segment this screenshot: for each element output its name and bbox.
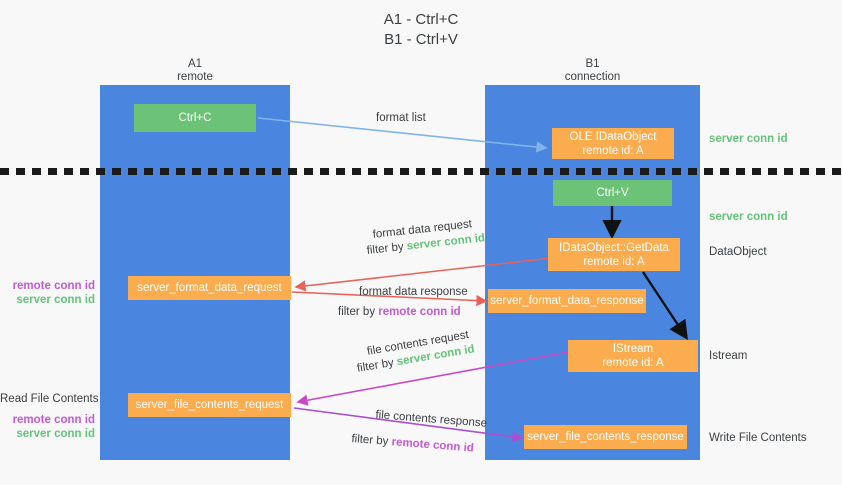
column-header-b1-sub: connection bbox=[564, 71, 621, 83]
filter-prefix: filter by bbox=[356, 356, 398, 375]
annotation-dataobject-text: DataObject bbox=[709, 246, 767, 258]
node-server-format-data-response[interactable]: server_format_data_response bbox=[488, 289, 646, 313]
node-istream-line2: remote id: A bbox=[602, 357, 664, 369]
node-server-file-contents-request-label: server_file_contents_request bbox=[135, 399, 284, 411]
annotation-server-conn-id-upper: server conn id bbox=[16, 294, 95, 306]
annotation-dataobject: DataObject bbox=[709, 245, 767, 259]
annotation-server-conn-id-lower: server conn id bbox=[16, 428, 95, 440]
node-idataobject-getdata[interactable]: IDataObject::GetData remote id: A bbox=[548, 238, 680, 271]
annotation-remote-conn-id-upper: remote conn id bbox=[12, 280, 95, 292]
node-server-file-contents-response-label: server_file_contents_response bbox=[527, 431, 684, 443]
filter-prefix: filter by bbox=[338, 306, 379, 318]
annotation-server-conn-id-mid: server conn id bbox=[709, 210, 788, 224]
annotation-read-file-contents-text: Read File Contents bbox=[0, 393, 99, 405]
node-ctrl-c-label: Ctrl+C bbox=[178, 112, 212, 124]
node-server-format-data-request-label: server_format_data_request bbox=[137, 282, 282, 294]
node-ole-idataobject-line1: OLE IDataObject bbox=[569, 130, 657, 143]
node-server-file-contents-response[interactable]: server_file_contents_response bbox=[524, 425, 687, 449]
label-format-data-response-filter: filter by remote conn id bbox=[338, 305, 461, 319]
label-file-contents-response: file contents response bbox=[375, 408, 488, 431]
label-format-list-text: format list bbox=[376, 112, 426, 124]
dashed-divider bbox=[0, 168, 842, 175]
annotation-server-conn-id-mid-text: server conn id bbox=[709, 211, 788, 223]
title-line-1: A1 - Ctrl+C bbox=[383, 11, 459, 28]
column-header-a1-name: A1 bbox=[187, 58, 203, 70]
annotation-write-file-contents: Write File Contents bbox=[709, 431, 807, 445]
node-server-format-data-response-label: server_format_data_response bbox=[490, 295, 644, 307]
node-ole-idataobject-line2: remote id: A bbox=[582, 144, 644, 157]
annotation-istream: Istream bbox=[709, 349, 747, 363]
label-format-data-response-text: format data response bbox=[359, 286, 468, 298]
node-server-file-contents-request[interactable]: server_file_contents_request bbox=[128, 393, 291, 417]
page-title: A1 - Ctrl+C B1 - Ctrl+V bbox=[0, 10, 842, 50]
annotation-remote-conn-id-lower: remote conn id bbox=[12, 414, 95, 426]
node-getdata-line1: IDataObject::GetData bbox=[559, 241, 669, 254]
filter-prefix: filter by bbox=[366, 240, 408, 257]
title-line-2: B1 - Ctrl+V bbox=[384, 31, 458, 48]
column-header-b1: B1 connection bbox=[485, 58, 700, 84]
node-ctrl-c[interactable]: Ctrl+C bbox=[134, 104, 256, 132]
annotation-read-file-contents: Read File Contents bbox=[0, 392, 99, 406]
annotation-write-file-contents-text: Write File Contents bbox=[709, 432, 807, 444]
node-getdata-line2: remote id: A bbox=[583, 255, 645, 268]
label-format-data-response: format data response bbox=[359, 285, 468, 299]
node-server-format-data-request[interactable]: server_format_data_request bbox=[128, 276, 291, 300]
annotation-conn-ids-lower: remote conn id server conn id bbox=[0, 413, 95, 441]
label-format-list: format list bbox=[376, 111, 426, 125]
filter-value-remote-conn-id: remote conn id bbox=[378, 306, 461, 318]
node-ole-idataobject[interactable]: OLE IDataObject remote id: A bbox=[552, 128, 674, 159]
node-ctrl-v[interactable]: Ctrl+V bbox=[553, 180, 672, 206]
node-ctrl-v-label: Ctrl+V bbox=[596, 187, 629, 199]
node-istream-line1: IStream bbox=[612, 343, 654, 355]
label-file-contents-response-text: file contents response bbox=[374, 408, 488, 430]
annotation-istream-text: Istream bbox=[709, 350, 748, 362]
annotation-conn-ids-upper: remote conn id server conn id bbox=[0, 279, 95, 307]
column-header-a1: A1 remote bbox=[100, 58, 290, 84]
label-file-contents-response-filter: filter by remote conn id bbox=[351, 432, 474, 456]
annotation-server-conn-id-top-text: server conn id bbox=[709, 133, 788, 145]
filter-value-remote-conn-id: remote conn id bbox=[391, 436, 475, 455]
node-istream[interactable]: IStream remote id: A bbox=[568, 340, 698, 372]
annotation-server-conn-id-top: server conn id bbox=[709, 132, 788, 146]
filter-prefix: filter by bbox=[350, 432, 393, 449]
column-header-a1-sub: remote bbox=[177, 71, 213, 83]
column-header-b1-name: B1 bbox=[585, 58, 600, 70]
